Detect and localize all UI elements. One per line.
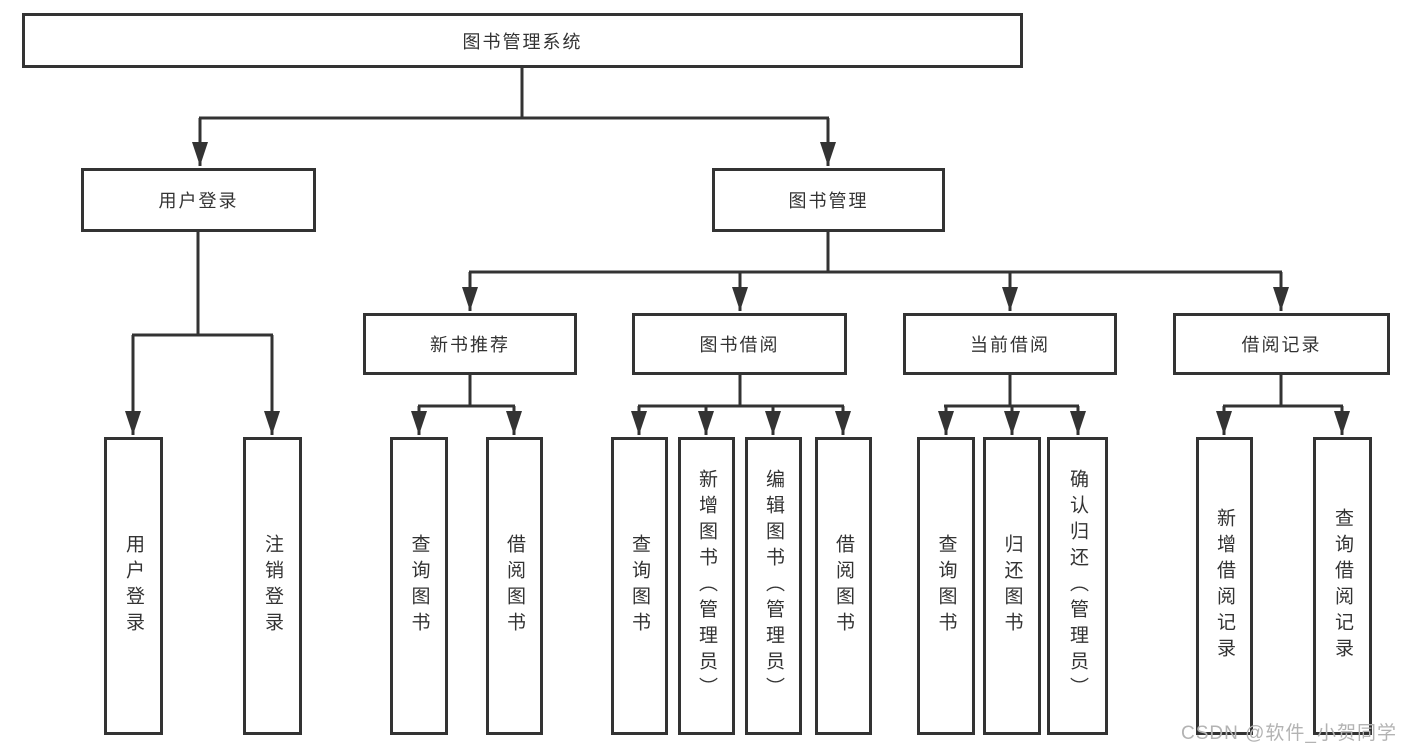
node-current-query-books: 查询图书 [917, 437, 975, 735]
node-system: 图书管理系统 [22, 13, 1023, 68]
node-logout-login: 注销登录 [243, 437, 302, 735]
node-book-borrowing: 图书借阅 [632, 313, 847, 375]
node-label-user-login: 用户登录 [123, 534, 144, 638]
node-borrowing-edit-books: 编辑图书（管理员） [745, 437, 802, 735]
node-label-current-query-books: 查询图书 [935, 534, 957, 638]
watermark: CSDN @软件_小贺同学 [1181, 723, 1397, 744]
node-label-book-borrowing: 图书借阅 [699, 335, 780, 355]
node-label-current-borrowing: 当前借阅 [970, 335, 1050, 355]
node-recommend-borrow-books: 借阅图书 [486, 437, 543, 735]
node-label-recommend-borrow-books: 借阅图书 [504, 534, 525, 638]
node-label-user-login-branch: 用户登录 [158, 191, 239, 211]
node-label-current-confirm-return: 确认归还（管理员） [1067, 469, 1088, 703]
node-label-borrowing-records: 借阅记录 [1241, 335, 1322, 355]
node-records-add-record: 新增借阅记录 [1196, 437, 1253, 735]
node-label-borrowing-edit-books: 编辑图书（管理员） [763, 469, 784, 703]
node-label-book-management: 图书管理 [788, 191, 869, 211]
node-label-logout-login: 注销登录 [262, 534, 283, 638]
node-current-confirm-return: 确认归还（管理员） [1047, 437, 1108, 735]
node-borrowing-add-books: 新增图书（管理员） [678, 437, 735, 735]
node-label-new-book-recommend: 新书推荐 [430, 335, 510, 355]
node-user-login-branch: 用户登录 [81, 168, 316, 232]
node-current-borrowing: 当前借阅 [903, 313, 1117, 375]
node-label-records-add-record: 新增借阅记录 [1214, 508, 1235, 664]
node-borrowing-records: 借阅记录 [1173, 313, 1390, 375]
node-label-borrowing-query-books: 查询图书 [629, 534, 650, 638]
node-user-login: 用户登录 [104, 437, 163, 735]
node-recommend-query-books: 查询图书 [390, 437, 448, 735]
node-label-borrowing-add-books: 新增图书（管理员） [696, 469, 717, 703]
node-book-management: 图书管理 [712, 168, 945, 232]
node-label-borrowing-borrow-books: 借阅图书 [833, 534, 854, 638]
node-label-recommend-query-books: 查询图书 [408, 534, 430, 638]
node-label-current-return-books: 归还图书 [1001, 534, 1023, 638]
node-label-system: 图书管理系统 [462, 31, 583, 52]
node-current-return-books: 归还图书 [983, 437, 1041, 735]
node-borrowing-query-books: 查询图书 [611, 437, 668, 735]
node-new-book-recommend: 新书推荐 [363, 313, 577, 375]
node-borrowing-borrow-books: 借阅图书 [815, 437, 872, 735]
node-records-query-record: 查询借阅记录 [1313, 437, 1372, 735]
node-label-records-query-record: 查询借阅记录 [1332, 508, 1353, 664]
